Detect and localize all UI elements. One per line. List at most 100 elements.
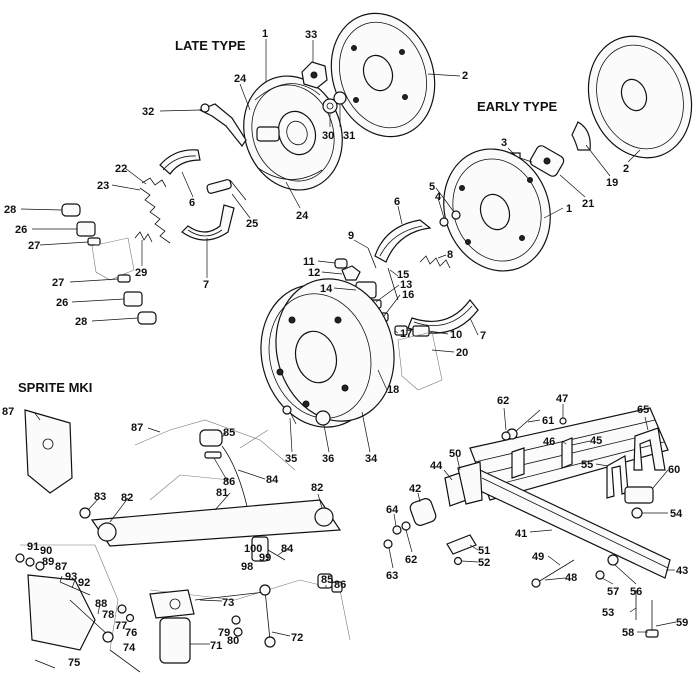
spring-8: [419, 255, 451, 269]
bolt-48-49: [531, 559, 575, 588]
pin-92-93: [59, 581, 91, 596]
bracket-45-46: [511, 437, 573, 479]
seal-27a: [87, 237, 101, 246]
callout-24: 24: [296, 210, 309, 222]
callout-7: 7: [203, 279, 209, 291]
adjuster-25: [206, 179, 247, 201]
callout-10: 10: [450, 329, 462, 341]
callout-26: 26: [15, 224, 27, 236]
spring-29: [134, 231, 153, 243]
bolt-58-59: [645, 600, 659, 638]
nut-80: [233, 627, 243, 637]
callout-72: 72: [291, 632, 303, 644]
callout-56: 56: [630, 586, 642, 598]
cap-28a: [61, 203, 81, 217]
callout-63: 63: [386, 570, 398, 582]
spring-22: [141, 177, 167, 188]
callout-36: 36: [322, 453, 334, 465]
callout-35: 35: [285, 453, 297, 465]
callout-19: 19: [606, 177, 618, 189]
callout-48: 48: [565, 572, 577, 584]
pin-15: [387, 267, 399, 301]
callout-2: 2: [623, 163, 629, 175]
brake-shoe-6b: [374, 219, 432, 263]
callout-5: 5: [429, 181, 435, 193]
callout-71: 71: [210, 640, 222, 652]
late-type-backplate: [330, 12, 436, 138]
callout-6: 6: [189, 197, 195, 209]
nut-4: [439, 217, 449, 227]
callout-23: 23: [97, 180, 109, 192]
nut-63: [383, 539, 393, 549]
washer-76: [125, 613, 135, 623]
handbrake-lever-32: [198, 103, 247, 148]
hand-outline-b: [397, 331, 443, 391]
hand-outline-a: [91, 237, 135, 281]
callout-28: 28: [4, 204, 16, 216]
bush-42: [409, 498, 437, 526]
cap-28b: [137, 311, 157, 325]
callout-82: 82: [121, 492, 133, 504]
chassis-outline-upper: [134, 419, 296, 501]
callout-54: 54: [670, 508, 683, 520]
late-type-brake-assembly: [243, 75, 343, 191]
bush-85a: [199, 429, 223, 447]
callout-79: 79: [218, 627, 230, 639]
callout-45: 45: [590, 435, 602, 447]
callout-1: 1: [566, 203, 572, 215]
nut-91: [15, 553, 25, 563]
callout-90: 90: [40, 545, 52, 557]
callout-62: 62: [405, 554, 417, 566]
washer-31: [333, 91, 347, 105]
callout-22: 22: [115, 163, 127, 175]
callout-53: 53: [602, 607, 614, 619]
chassis-outline-lower: [20, 544, 351, 651]
link-72: [259, 584, 276, 648]
callout-84: 84: [266, 474, 279, 486]
callout-52: 52: [478, 557, 490, 569]
early-type-backplate-2: [587, 35, 693, 159]
pin-9: [367, 247, 377, 269]
nut-79: [231, 615, 241, 625]
callout-9: 9: [348, 230, 354, 242]
nut-12: [341, 265, 361, 281]
washer-64: [392, 525, 402, 535]
bush-85b: [317, 573, 333, 589]
callout-57: 57: [607, 586, 619, 598]
callout-82: 82: [311, 482, 323, 494]
bolt-74: [109, 649, 141, 673]
early-type-brake-plate-1: [443, 148, 551, 272]
callout-49: 49: [532, 551, 544, 563]
callout-25: 25: [246, 218, 258, 230]
plate-19: [571, 121, 591, 151]
callout-65: 65: [637, 404, 649, 416]
callout-3: 3: [501, 137, 507, 149]
callout-88: 88: [95, 598, 107, 610]
plunger-26b: [123, 291, 143, 307]
clamp-55: [606, 455, 629, 499]
seal-27b: [117, 274, 131, 283]
callout-21: 21: [582, 198, 594, 210]
nut-47: [559, 417, 567, 425]
callout-47: 47: [556, 393, 568, 405]
callout-27: 27: [28, 240, 40, 252]
callout-50: 50: [449, 448, 461, 460]
callout-44: 44: [430, 460, 443, 472]
clamp-65: [633, 427, 666, 471]
callout-18: 18: [387, 384, 399, 396]
damper-71: [149, 589, 195, 664]
callout-27: 27: [52, 277, 64, 289]
clip-60: [624, 486, 654, 504]
washer-62b: [401, 521, 411, 531]
plunger-26a: [76, 221, 96, 237]
callout-93: 93: [65, 571, 77, 583]
callout-87: 87: [131, 422, 143, 434]
callout-32: 32: [142, 106, 154, 118]
callout-83: 83: [94, 491, 106, 503]
callout-30: 30: [322, 130, 334, 142]
callout-85: 85: [223, 427, 235, 439]
callout-74: 74: [123, 642, 136, 654]
callout-73: 73: [222, 597, 234, 609]
callout-86: 86: [334, 579, 346, 591]
bolt-86a: [204, 451, 222, 459]
